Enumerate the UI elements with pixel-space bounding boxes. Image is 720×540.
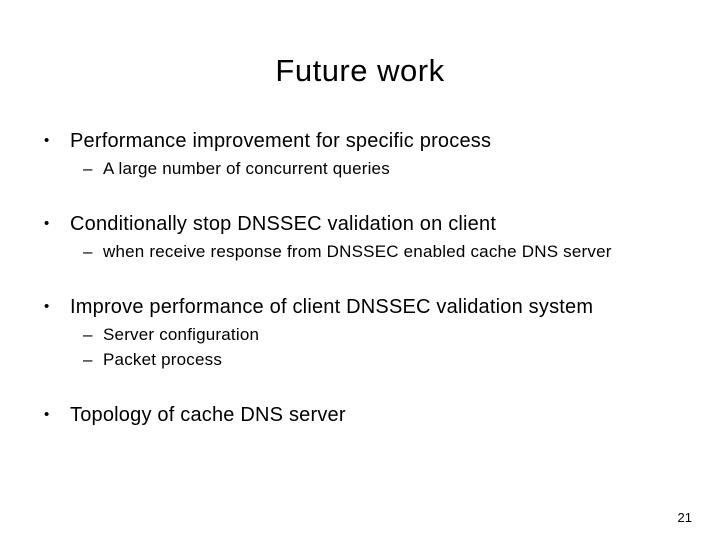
- sub-bullet-item: – Server configuration: [83, 322, 704, 347]
- bullet-icon: •: [44, 298, 50, 316]
- sub-bullet-item: – Packet process: [83, 347, 704, 372]
- bullet-item: • Topology of cache DNS server: [44, 400, 704, 430]
- bullet-text: Topology of cache DNS server: [70, 404, 346, 427]
- bullet-text: Conditionally stop DNSSEC validation on …: [70, 213, 497, 236]
- bullet-icon: •: [44, 215, 50, 233]
- sub-bullet-item: – A large number of concurrent queries: [83, 156, 704, 181]
- sub-bullet-text: when receive response from DNSSEC enable…: [103, 242, 612, 262]
- dash-icon: –: [83, 242, 93, 262]
- dash-icon: –: [83, 325, 93, 345]
- bullet-group: • Conditionally stop DNSSEC validation o…: [44, 209, 704, 264]
- bullet-group: • Topology of cache DNS server: [44, 400, 704, 430]
- page-number: 21: [677, 510, 692, 525]
- sub-bullet-text: Server configuration: [103, 325, 260, 345]
- bullet-text: Improve performance of client DNSSEC val…: [70, 296, 594, 319]
- slide-body: • Performance improvement for specific p…: [0, 126, 720, 430]
- bullet-group: • Performance improvement for specific p…: [44, 126, 704, 181]
- bullet-icon: •: [44, 406, 50, 424]
- sub-bullet-item: – when receive response from DNSSEC enab…: [83, 239, 704, 264]
- bullet-group: • Improve performance of client DNSSEC v…: [44, 292, 704, 372]
- bullet-text: Performance improvement for specific pro…: [70, 130, 492, 153]
- dash-icon: –: [83, 159, 93, 179]
- bullet-item: • Improve performance of client DNSSEC v…: [44, 292, 704, 322]
- slide-title: Future work: [275, 53, 445, 88]
- sub-bullet-text: A large number of concurrent queries: [103, 159, 390, 179]
- bullet-icon: •: [44, 132, 50, 150]
- bullet-item: • Conditionally stop DNSSEC validation o…: [44, 209, 704, 239]
- sub-bullet-text: Packet process: [103, 350, 223, 370]
- dash-icon: –: [83, 350, 93, 370]
- bullet-item: • Performance improvement for specific p…: [44, 126, 704, 156]
